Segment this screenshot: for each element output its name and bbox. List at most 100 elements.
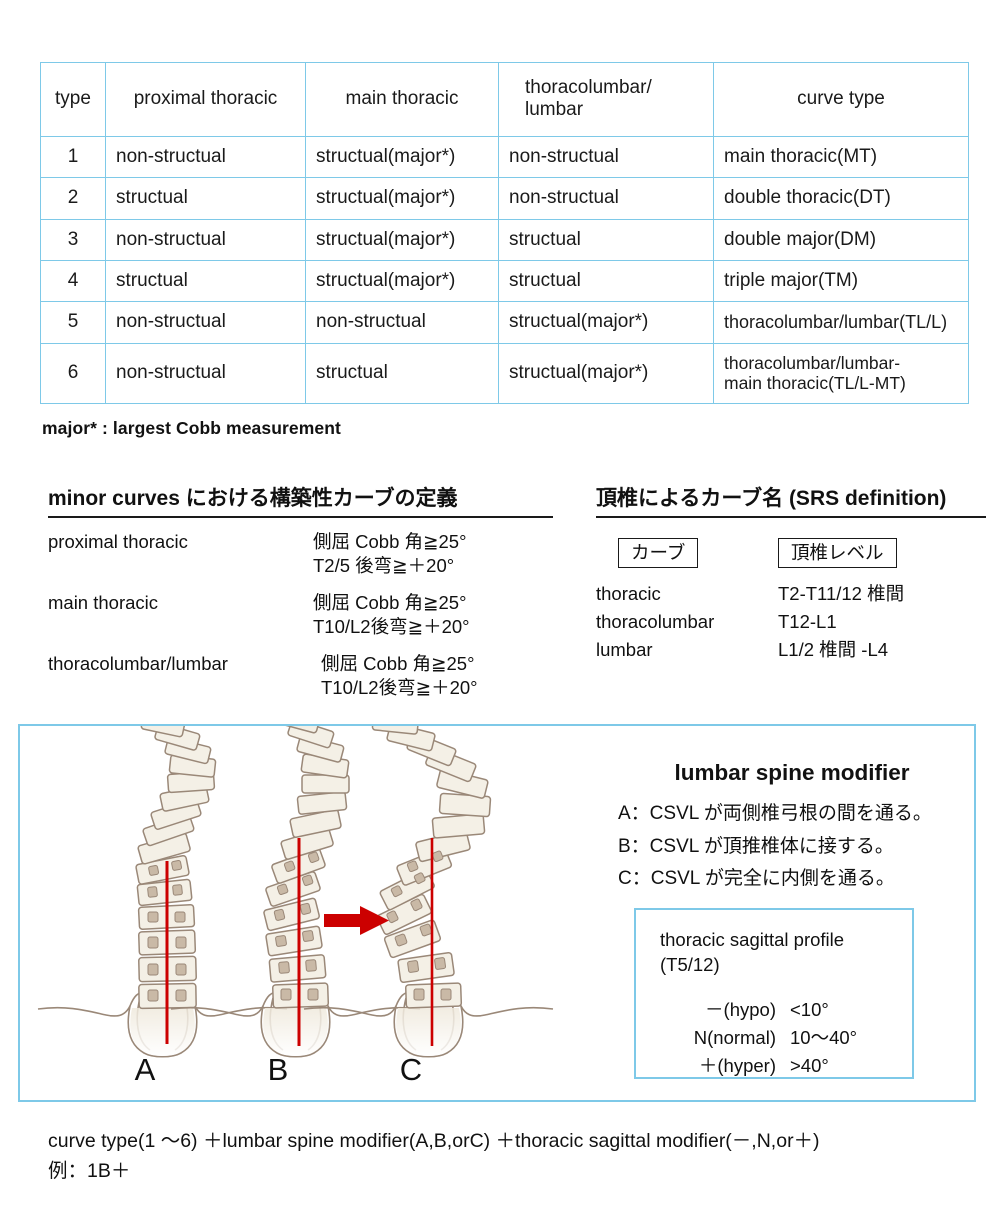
cell-type: 1 — [40, 135, 106, 179]
cell-thoracolumbar-lumbar: structual — [498, 260, 714, 303]
cell-main-thoracic: structual — [305, 342, 499, 405]
srs-apex-level: T2-T11/12 椎間 — [778, 583, 905, 605]
minor-curve-criterion-1: 側屈 Cobb 角≧25° — [313, 591, 467, 613]
cell-proximal-thoracic: non-structual — [105, 301, 306, 344]
cell-type: 5 — [40, 301, 106, 344]
cell-type: 6 — [40, 342, 106, 405]
minor-curve-criterion-1: 側屈 Cobb 角≧25° — [313, 531, 467, 552]
spine-label-b: B — [267, 1052, 289, 1087]
tsp-title-line1: thoracic sagittal profile — [660, 929, 845, 950]
tsp-key: ＋(hyper) — [698, 1054, 776, 1076]
spine-label-c: C — [399, 1052, 423, 1087]
cell-curve-type-line2: main thoracic(TL/L-MT) — [724, 373, 906, 394]
cell-curve-type-line1: double major(DM) — [724, 228, 877, 250]
cell-curve-type: double thoracic(DT) — [713, 177, 969, 220]
srs-rows: thoracic T2-T11/12 椎間 thoracolumbar T12-… — [596, 580, 986, 664]
minor-curve-criterion-2: T10/L2後弯≧＋20° — [313, 616, 470, 638]
table-body: 1 non-structual structual(major*) non-st… — [40, 135, 969, 405]
srs-column-header-level-wrap: 頂椎レベル — [778, 538, 897, 569]
cell-main-thoracic: structual(major*) — [305, 218, 499, 262]
cell-thoracolumbar-lumbar: structual — [498, 218, 714, 262]
lumbar-modifier-item-b: B：CSVL が頂推椎体に接する。 — [618, 835, 894, 857]
column-header-thoracolumbar-lumbar: thoracolumbar/ lumbar — [498, 62, 714, 137]
cell-curve-type-line1: main thoracic(MT) — [724, 145, 878, 167]
pedicles-c — [386, 850, 452, 1001]
spine-diagram-b — [170, 726, 421, 1058]
minor-curves-section: minor curves における構築性カーブの定義 proximal thor… — [48, 482, 553, 700]
cell-type: 4 — [40, 260, 106, 303]
srs-row: thoracolumbar T12-L1 — [596, 608, 986, 636]
lumbar-modifier-item-c: C：CSVL が完全に内側を通る。 — [618, 868, 895, 890]
cell-thoracolumbar-lumbar: non-structual — [498, 135, 714, 179]
srs-curve-name: thoracic — [596, 583, 661, 605]
srs-column-header-level: 頂椎レベル — [778, 538, 897, 569]
srs-row: lumbar L1/2 椎間 -L4 — [596, 636, 986, 664]
thoracic-sagittal-profile-box: thoracic sagittal profile (T5/12) －(hypo… — [634, 908, 914, 1079]
pedicles-b — [273, 851, 320, 1001]
minor-curve-entry-main-thoracic: main thoracic 側屈 Cobb 角≧25° T10/L2後弯≧＋20… — [48, 591, 553, 640]
cell-curve-type: main thoracic(MT) — [713, 135, 969, 179]
column-header-curve-type: curve type — [713, 62, 969, 137]
table-footnote: major* : largest Cobb measurement — [42, 418, 341, 438]
minor-curve-values: 側屈 Cobb 角≧25° T10/L2後弯≧＋20° — [313, 591, 553, 640]
column-header-tl-line2: lumbar — [525, 99, 584, 121]
spine-diagram-a — [37, 726, 288, 1058]
cell-thoracolumbar-lumbar: non-structual — [498, 177, 714, 220]
cell-main-thoracic: structual(major*) — [305, 135, 499, 179]
cell-proximal-thoracic: structual — [105, 177, 306, 220]
column-header-tl-line1: thoracolumbar/ — [525, 77, 652, 98]
cell-curve-type: triple major(TM) — [713, 260, 969, 303]
tsp-row-hyper: ＋(hyper) >40° — [664, 1052, 857, 1080]
cell-curve-type: thoracolumbar/lumbar- main thoracic(TL/L… — [713, 342, 969, 405]
minor-curve-values: 側屈 Cobb 角≧25° T10/L2後弯≧＋20° — [313, 652, 553, 701]
minor-curve-criterion-2: T2/5 後弯≧＋20° — [313, 555, 455, 577]
spine-label-a: A — [134, 1052, 156, 1087]
classification-formula: curve type(1 〜6) ＋lumbar spine modifier(… — [48, 1126, 820, 1186]
table-row: 5 non-structual non-structual structual(… — [40, 301, 969, 344]
cell-proximal-thoracic: structual — [105, 260, 306, 303]
column-header-type: type — [40, 62, 106, 137]
cell-curve-type-line1: thoracolumbar/lumbar- — [724, 352, 901, 373]
formula-line1: curve type(1 〜6) ＋lumbar spine modifier(… — [48, 1130, 820, 1152]
lumbar-modifier-item-a: A：CSVL が両側椎弓根の間を通る。 — [618, 803, 932, 824]
minor-curve-values: 側屈 Cobb 角≧25° T2/5 後弯≧＋20° — [313, 530, 553, 579]
thoracic-sagittal-profile-title: thoracic sagittal profile (T5/12) — [660, 928, 844, 978]
cell-proximal-thoracic: non-structual — [105, 342, 306, 405]
cell-main-thoracic: structual(major*) — [305, 177, 499, 220]
lenke-classification-table: type proximal thoracic main thoracic tho… — [40, 62, 969, 405]
tsp-key: －(hypo) — [705, 999, 776, 1020]
cell-thoracolumbar-lumbar: structual(major*) — [498, 301, 714, 344]
thoracic-sagittal-profile-rows: －(hypo) <10° N(normal) 10〜40° ＋(hyper) >… — [664, 996, 857, 1079]
tsp-title-line2: (T5/12) — [660, 953, 720, 975]
cell-type: 3 — [40, 218, 106, 262]
srs-apex-level: L1/2 椎間 -L4 — [778, 639, 889, 661]
cell-thoracolumbar-lumbar: structual(major*) — [498, 342, 714, 405]
srs-column-header-curve-wrap: カーブ — [618, 538, 778, 569]
tsp-row-normal: N(normal) 10〜40° — [664, 1024, 857, 1052]
tsp-key: N(normal) — [693, 1026, 776, 1048]
srs-row: thoracic T2-T11/12 椎間 — [596, 580, 986, 608]
table-row: 1 non-structual structual(major*) non-st… — [40, 135, 969, 179]
minor-curve-label: main thoracic — [48, 591, 159, 613]
pedicles-a — [147, 859, 187, 1002]
minor-curves-title: minor curves における構築性カーブの定義 — [48, 482, 553, 518]
lumbar-spine-modifier-list: A：CSVL が両側椎弓根の間を通る。 B：CSVL が頂推椎体に接する。 C：… — [618, 798, 932, 896]
cell-proximal-thoracic: non-structual — [105, 135, 306, 179]
cell-curve-type-line1: triple major(TM) — [724, 270, 859, 292]
tsp-row-hypo: －(hypo) <10° — [664, 996, 857, 1024]
minor-curve-entry-thoracolumbar-lumbar: thoracolumbar/lumbar 側屈 Cobb 角≧25° T10/L… — [48, 652, 553, 701]
table-row: 2 structual structual(major*) non-struct… — [40, 177, 969, 220]
cell-curve-type-line1: thoracolumbar/lumbar(TL/L) — [724, 312, 948, 333]
srs-apex-level: T12-L1 — [778, 611, 837, 633]
cell-curve-type: double major(DM) — [713, 218, 969, 262]
minor-curve-entry-proximal-thoracic: proximal thoracic 側屈 Cobb 角≧25° T2/5 後弯≧… — [48, 530, 553, 579]
table-row: 3 non-structual structual(major*) struct… — [40, 218, 969, 262]
spine-illustrations — [37, 726, 554, 1058]
minor-curve-criterion-2: T10/L2後弯≧＋20° — [321, 677, 478, 699]
srs-header-row: カーブ 頂椎レベル — [596, 538, 986, 569]
table-header-row: type proximal thoracic main thoracic tho… — [40, 62, 969, 137]
table-header: type proximal thoracic main thoracic tho… — [40, 62, 969, 137]
table-row: 4 structual structual(major*) structual … — [40, 260, 969, 303]
srs-curve-name: lumbar — [596, 639, 653, 661]
tsp-value: <10° — [790, 999, 829, 1020]
